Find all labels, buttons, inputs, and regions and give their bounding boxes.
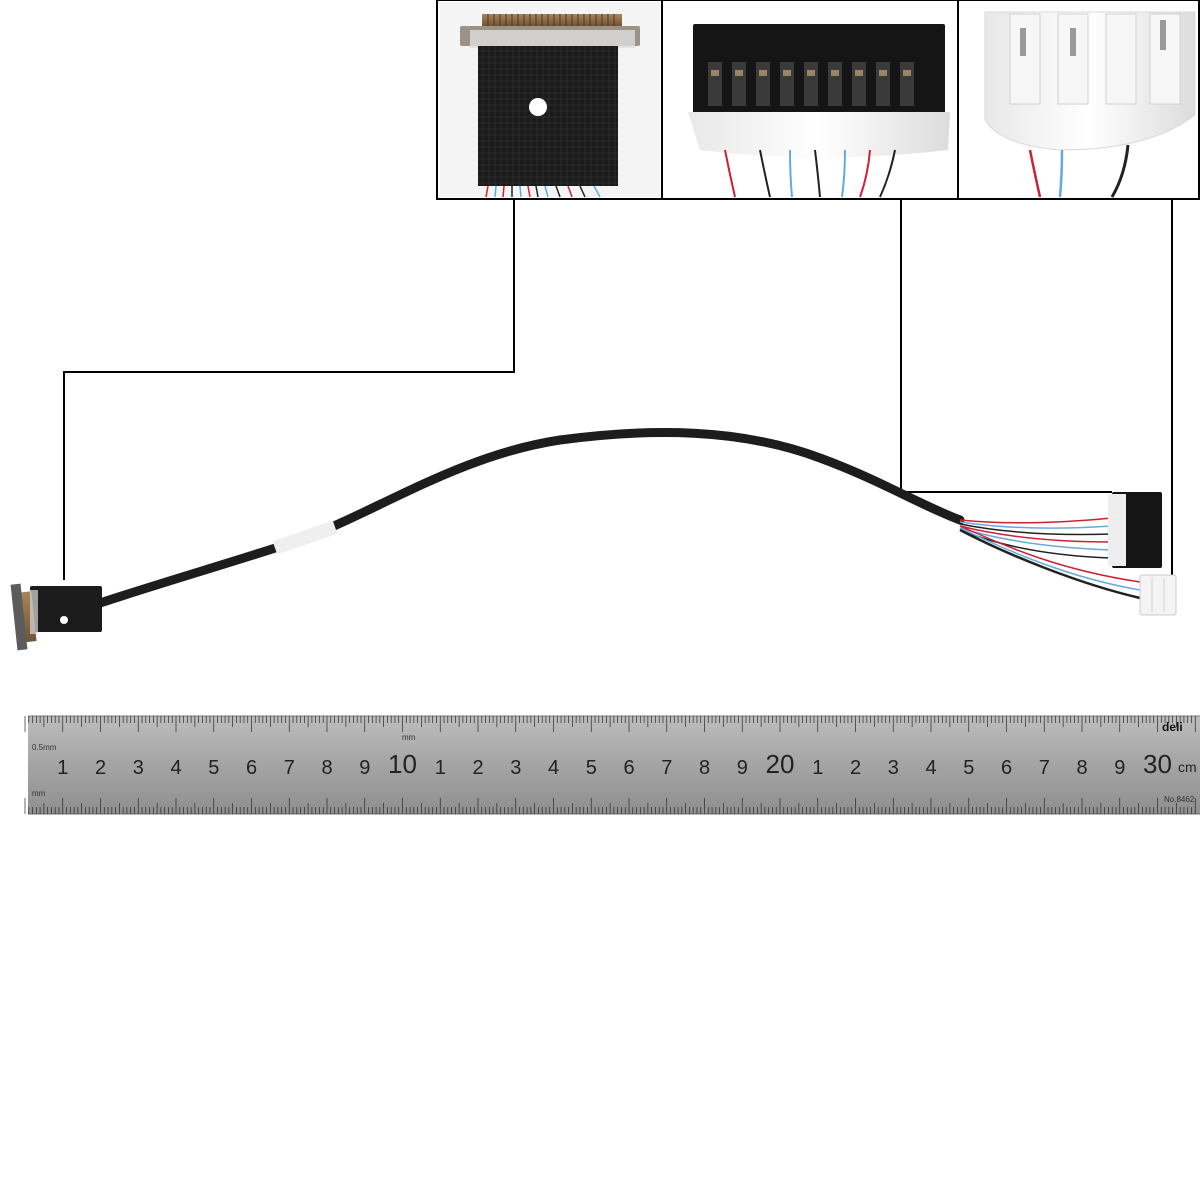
black-socket-detail [664, 2, 956, 198]
ruler-number: 30 [1143, 749, 1172, 779]
ruler-number: 4 [925, 757, 936, 779]
inset-panel [436, 0, 1200, 200]
ruler-number: 5 [963, 757, 974, 779]
fpc-connector-detail [440, 2, 660, 198]
ruler-number: 6 [246, 757, 257, 779]
ruler-number: 5 [586, 757, 597, 779]
ruler-number: 7 [1039, 757, 1050, 779]
ruler-number: 6 [1001, 757, 1012, 779]
ruler-mm-label-top: mm [402, 733, 416, 742]
ruler-number: 4 [548, 757, 559, 779]
ruler-precision-label: 0.5mm [32, 743, 57, 752]
ruler-number: 1 [57, 757, 68, 779]
ruler-number: 9 [359, 757, 370, 779]
ruler-number: 3 [133, 757, 144, 779]
ruler-number: 2 [95, 757, 106, 779]
ruler-number: 2 [472, 757, 483, 779]
ruler-number: 7 [284, 757, 295, 779]
ruler-ticks [24, 716, 1196, 814]
ruler-number: 9 [1114, 757, 1125, 779]
ruler-number: 3 [510, 757, 521, 779]
lvds-cable [10, 428, 1177, 651]
fpc-connector [10, 583, 102, 651]
ruler-number: 8 [699, 757, 710, 779]
ruler-number: 7 [661, 757, 672, 779]
ruler-labels: 1 2 3 4 5 6 7 8 9 10 1 2 3 4 5 6 7 8 9 20 1 2 3 4 5 6 7 8 9 30 [57, 749, 1172, 779]
ruler-number: 8 [1076, 757, 1087, 779]
ruler-model-label: No.8462 [1164, 795, 1195, 804]
white-plug [1139, 574, 1177, 616]
black-socket [1108, 492, 1162, 568]
ruler-brand: deli [1162, 720, 1183, 734]
ruler-number: 6 [623, 757, 634, 779]
ruler-number: 3 [888, 757, 899, 779]
fan-out-wires [959, 517, 1141, 600]
ruler-number: 1 [812, 757, 823, 779]
ruler-number: 9 [737, 757, 748, 779]
ruler-mm-label-bottom: mm [32, 789, 46, 798]
ruler-number: 2 [850, 757, 861, 779]
ruler-number: 1 [435, 757, 446, 779]
ruler-unit-cm: cm [1178, 759, 1197, 775]
cable-label-sleeve [272, 520, 338, 555]
ruler-number: 20 [766, 749, 795, 779]
white-plug-detail [960, 2, 1198, 198]
ruler-number: 4 [170, 757, 181, 779]
ruler-number: 5 [208, 757, 219, 779]
steel-ruler: 1 2 3 4 5 6 7 8 9 10 1 2 3 4 5 6 7 8 9 20 1 2 3 4 5 6 7 8 9 30 deli 0… [24, 715, 1200, 815]
ruler-number: 10 [388, 749, 417, 779]
ruler-number: 8 [321, 757, 332, 779]
